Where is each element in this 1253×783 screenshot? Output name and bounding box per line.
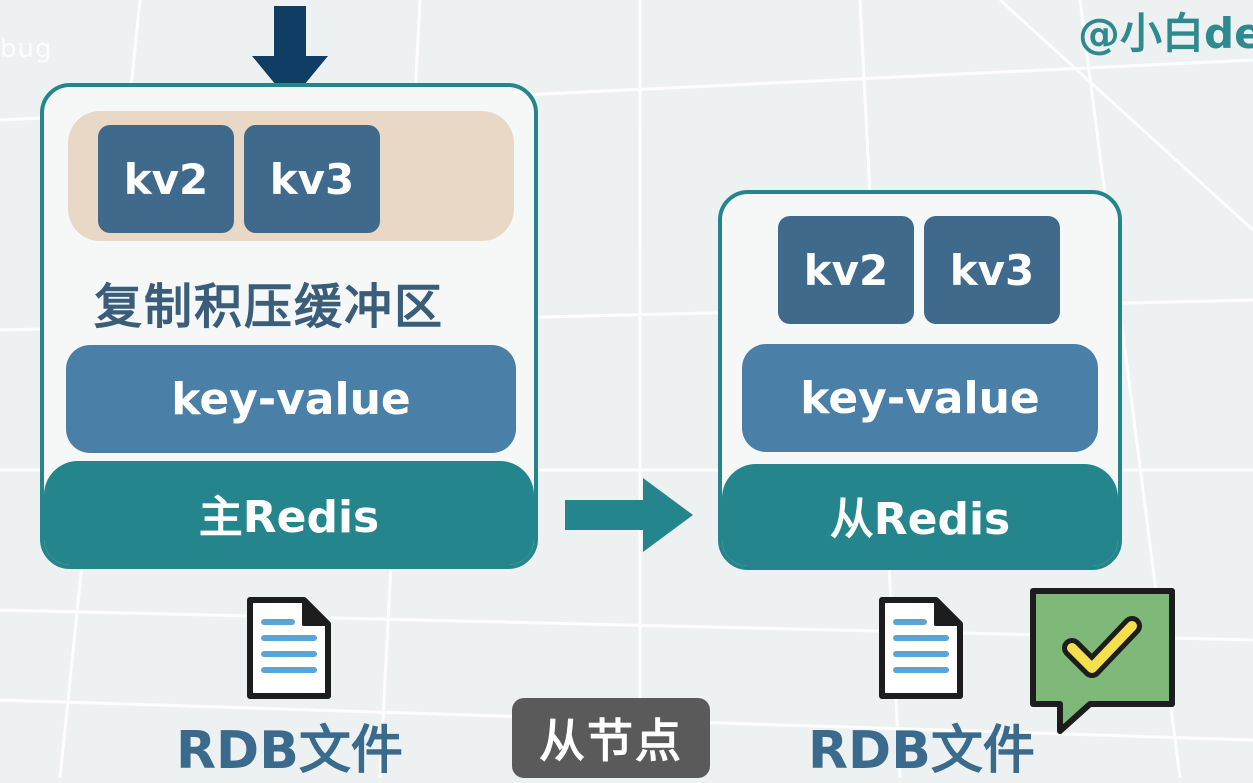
checkmark-speech-bubble-icon bbox=[1030, 588, 1175, 734]
document-icon bbox=[247, 597, 331, 699]
slave-redis-box: kv2 kv3 key-value 从Redis bbox=[718, 190, 1122, 570]
slave-key-value-store: key-value bbox=[742, 344, 1098, 452]
watermark-left: bug bbox=[0, 34, 53, 64]
master-key-value-store: key-value bbox=[66, 345, 516, 453]
slave-rdb-label: RDB文件 bbox=[808, 721, 1035, 781]
master-redis-title: 主Redis bbox=[44, 461, 534, 565]
master-redis-box: kv2 kv3 复制积压缓冲区 key-value 主Redis bbox=[40, 83, 538, 569]
buffer-label: 复制积压缓冲区 bbox=[94, 279, 445, 335]
down-arrow-icon bbox=[252, 6, 328, 102]
buffer-item-kv3: kv3 bbox=[244, 125, 380, 233]
slave-redis-title: 从Redis bbox=[722, 464, 1118, 566]
slave-item-kv3: kv3 bbox=[924, 216, 1060, 324]
node-tag: 从节点 bbox=[512, 698, 710, 778]
document-icon bbox=[879, 597, 963, 699]
buffer-item-kv2: kv2 bbox=[98, 125, 234, 233]
watermark-author: @小白de bbox=[1078, 9, 1253, 58]
right-arrow-icon bbox=[565, 478, 693, 552]
master-rdb-label: RDB文件 bbox=[176, 721, 403, 781]
slave-item-kv2: kv2 bbox=[778, 216, 914, 324]
